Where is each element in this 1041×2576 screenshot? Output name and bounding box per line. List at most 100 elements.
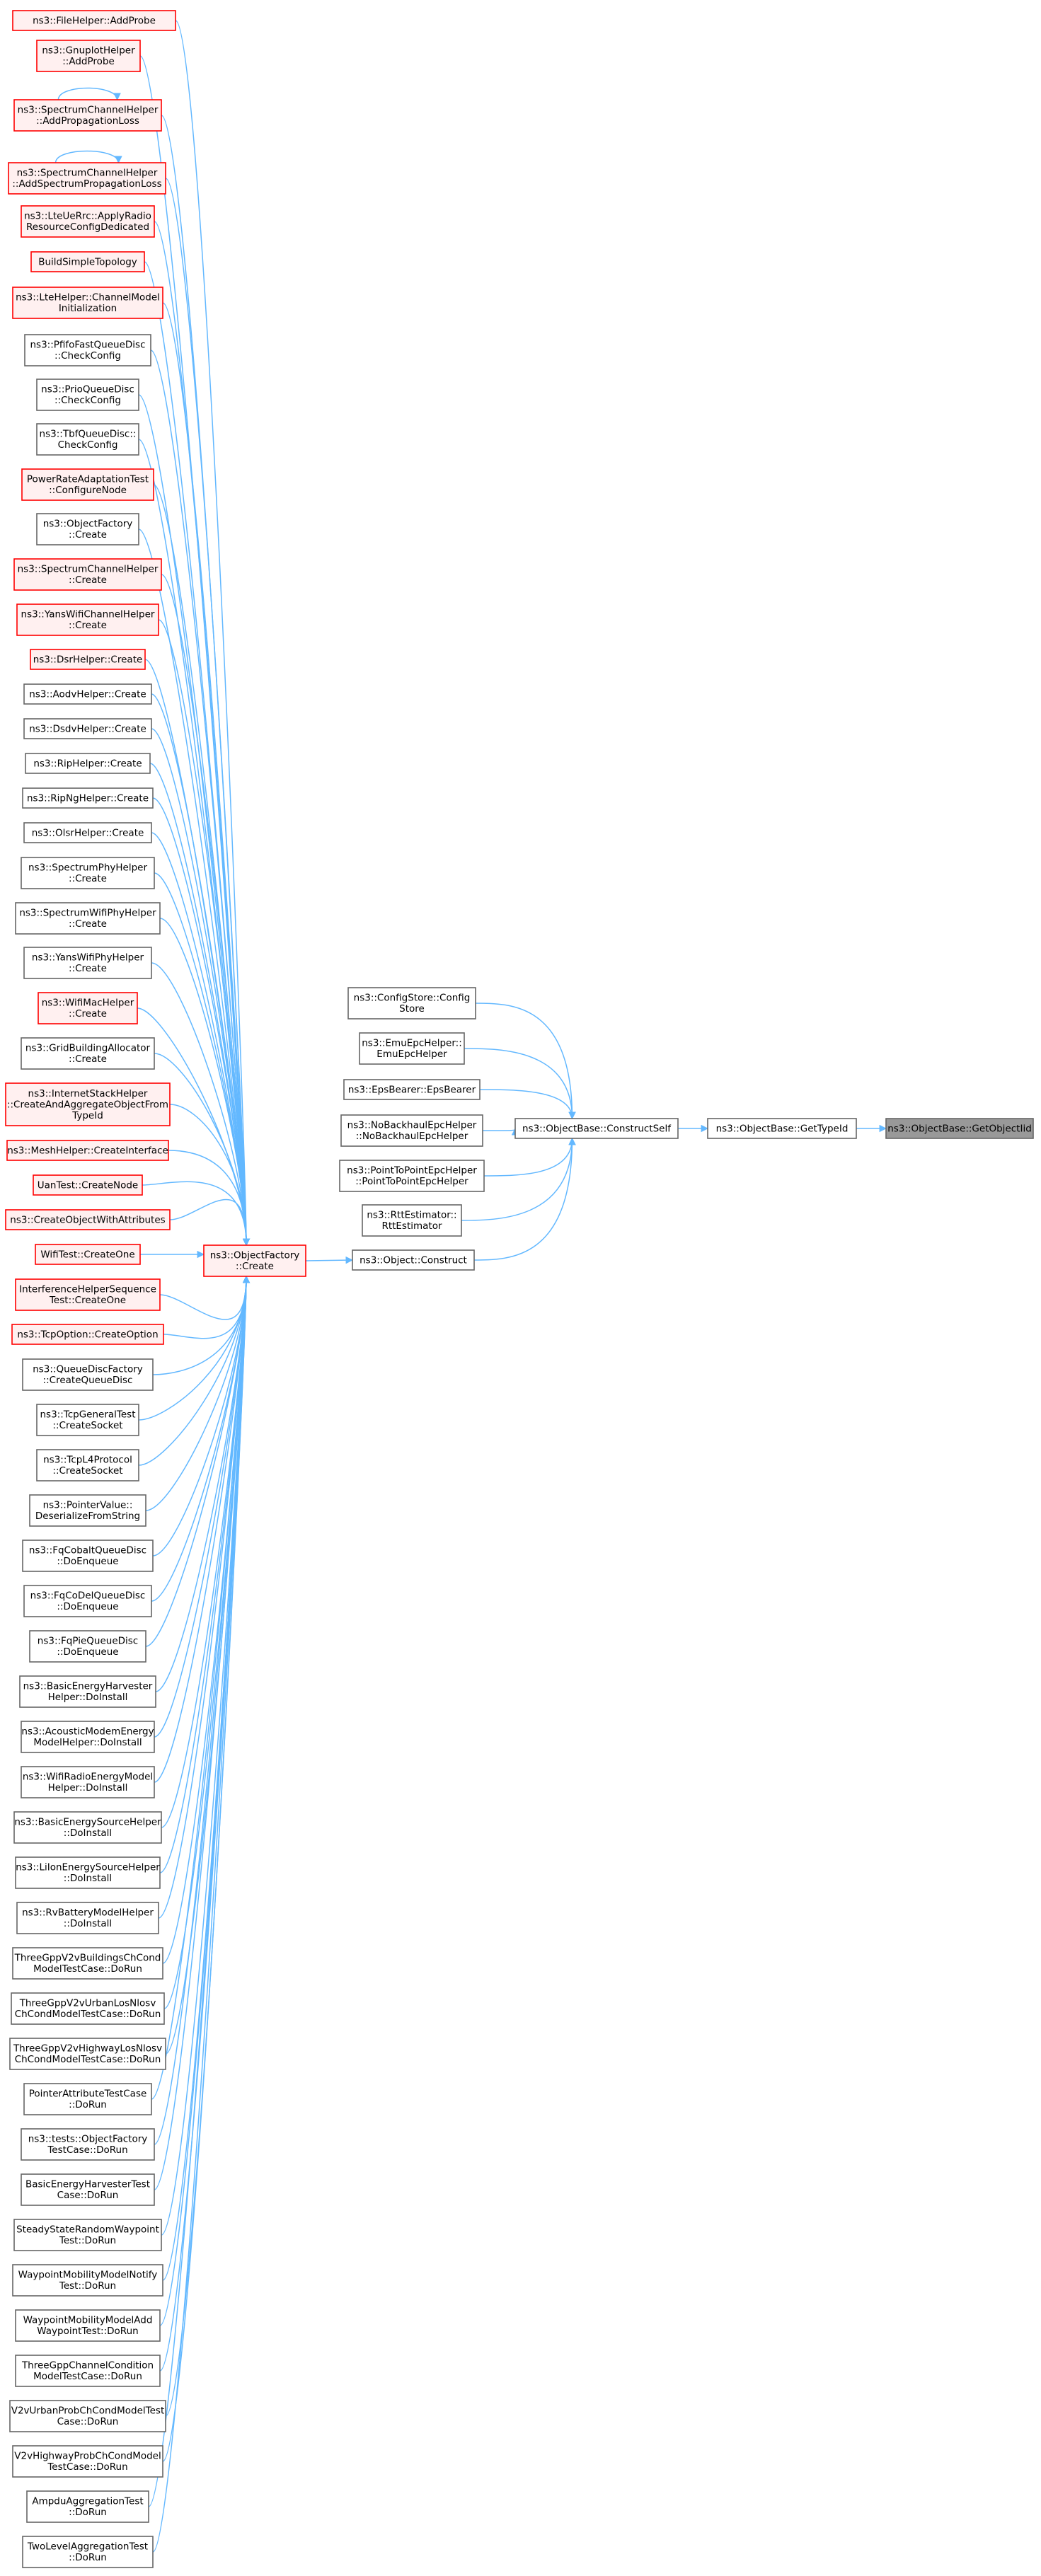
- node-label: ns3::ObjectFactory: [43, 519, 133, 530]
- node-hub[interactable]: ns3::ObjectFactory::Create: [203, 1244, 306, 1277]
- node-n28[interactable]: ns3::CreateObjectWithAttributes: [5, 1209, 171, 1230]
- node-n0[interactable]: ns3::FileHelper::AddProbe: [12, 10, 176, 31]
- node-n1[interactable]: ns3::GnuplotHelper::AddProbe: [36, 40, 141, 72]
- node-label: ::CheckConfig: [54, 395, 121, 406]
- node-n5[interactable]: BuildSimpleTopology: [30, 251, 145, 272]
- node-n16[interactable]: ns3::DsdvHelper::Create: [23, 718, 152, 739]
- node-n33[interactable]: ns3::TcpGeneralTest::CreateSocket: [36, 1404, 139, 1436]
- node-n4[interactable]: ns3::LteUeRrc::ApplyRadioResourceConfigD…: [21, 205, 155, 238]
- node-n44[interactable]: ns3::RvBatteryModelHelper::DoInstall: [16, 1902, 159, 1934]
- node-n7[interactable]: ns3::PfifoFastQueueDisc::CheckConfig: [24, 334, 151, 366]
- node-box: [15, 1856, 161, 1889]
- node-n21[interactable]: ns3::SpectrumWifiPhyHelper::Create: [15, 902, 161, 935]
- node-n19[interactable]: ns3::OlsrHelper::Create: [23, 822, 152, 843]
- node-n53[interactable]: WaypointMobilityModelAddWaypointTest::Do…: [15, 2309, 161, 2342]
- node-n34[interactable]: ns3::TcpL4Protocol::CreateSocket: [36, 1449, 139, 1482]
- node-n6[interactable]: ns3::LteHelper::ChannelModelInitializati…: [12, 287, 163, 319]
- node-n10[interactable]: PowerRateAdaptationTest::ConfigureNode: [21, 468, 154, 501]
- node-c4[interactable]: ns3::PointToPointEpcHelper::PointToPoint…: [339, 1160, 485, 1192]
- node-c1[interactable]: ns3::EmuEpcHelper::EmuEpcHelper: [359, 1032, 465, 1065]
- edge-layer: [54, 20, 887, 2553]
- node-n32[interactable]: ns3::QueueDiscFactory::CreateQueueDisc: [22, 1358, 154, 1391]
- node-label: ns3::SpectrumChannelHelper: [18, 564, 159, 575]
- node-n29[interactable]: WifiTest::CreateOne: [35, 1244, 141, 1265]
- node-label: ns3::EpsBearer::EpsBearer: [348, 1084, 476, 1095]
- node-n38[interactable]: ns3::FqPieQueueDisc::DoEnqueue: [29, 1630, 146, 1663]
- edge-n45-to-hub: [162, 1275, 251, 1964]
- node-label: ModelHelper::DoInstall: [33, 1737, 142, 1748]
- node-gti[interactable]: ns3::ObjectBase::GetTypeId: [707, 1118, 857, 1139]
- node-n24[interactable]: ns3::GridBuildingAllocator::Create: [21, 1037, 155, 1070]
- node-focus[interactable]: ns3::ObjectBase::GetObjectIid: [885, 1118, 1034, 1139]
- node-n57[interactable]: AmpduAggregationTest::DoRun: [26, 2490, 149, 2523]
- node-n43[interactable]: ns3::LiIonEnergySourceHelper::DoInstall: [15, 1856, 161, 1889]
- node-n12[interactable]: ns3::SpectrumChannelHelper::Create: [13, 558, 162, 591]
- node-c3[interactable]: ns3::NoBackhaulEpcHelper::NoBackhaulEpcH…: [340, 1114, 483, 1147]
- node-n39[interactable]: ns3::BasicEnergyHarvesterHelper::DoInsta…: [19, 1675, 156, 1708]
- node-label: SteadyStateRandomWaypoint: [16, 2224, 159, 2236]
- node-n54[interactable]: ThreeGppChannelConditionModelTestCase::D…: [15, 2355, 161, 2387]
- node-n26[interactable]: ns3::MeshHelper::CreateInterface: [6, 1140, 169, 1161]
- node-n31[interactable]: ns3::TcpOption::CreateOption: [11, 1324, 164, 1345]
- node-n20[interactable]: ns3::SpectrumPhyHelper::Create: [21, 857, 155, 889]
- node-label: ns3::TcpGeneralTest: [40, 1409, 135, 1421]
- node-n40[interactable]: ns3::AcousticModemEnergyModelHelper::DoI…: [21, 1721, 155, 1753]
- node-label: ::ConfigureNode: [49, 485, 127, 496]
- node-label: V2vUrbanProbChCondModelTest: [11, 2405, 165, 2417]
- node-n15[interactable]: ns3::AodvHelper::Create: [23, 683, 152, 705]
- node-label: ::PointToPointEpcHelper: [355, 1176, 468, 1187]
- node-label: ::DoEnqueue: [57, 1556, 118, 1567]
- node-n30[interactable]: InterferenceHelperSequenceTest::CreateOn…: [15, 1278, 161, 1311]
- node-n3[interactable]: ns3::SpectrumChannelHelper::AddSpectrumP…: [8, 162, 166, 195]
- node-c0[interactable]: ns3::ConfigStore::ConfigStore: [347, 987, 476, 1020]
- node-label: ModelTestCase::DoRun: [33, 1963, 142, 1975]
- node-n42[interactable]: ns3::BasicEnergySourceHelper::DoInstall: [13, 1811, 162, 1844]
- node-n2[interactable]: ns3::SpectrumChannelHelper::AddPropagati…: [13, 99, 162, 132]
- node-box: [347, 987, 476, 1020]
- node-box: [21, 2173, 155, 2206]
- node-n13[interactable]: ns3::YansWifiChannelHelper::Create: [16, 603, 159, 636]
- node-label: ns3::FileHelper::AddProbe: [33, 15, 156, 26]
- node-n27[interactable]: UanTest::CreateNode: [33, 1174, 143, 1196]
- node-label: ns3::ObjectFactory: [210, 1250, 300, 1261]
- node-label: EmuEpcHelper: [376, 1049, 447, 1060]
- node-box: [5, 1209, 171, 1230]
- node-n48[interactable]: PointerAttributeTestCase::DoRun: [23, 2083, 152, 2115]
- node-n14[interactable]: ns3::DsrHelper::Create: [30, 649, 146, 670]
- node-n17[interactable]: ns3::RipHelper::Create: [25, 753, 151, 774]
- node-label: PointerAttributeTestCase: [29, 2089, 147, 2100]
- node-n9[interactable]: ns3::TbfQueueDisc::CheckConfig: [36, 423, 139, 456]
- node-n58[interactable]: TwoLevelAggregationTest::DoRun: [22, 2536, 154, 2568]
- node-label: TestCase::DoRun: [47, 2144, 127, 2156]
- node-n22[interactable]: ns3::YansWifiPhyHelper::Create: [23, 947, 152, 979]
- node-label: ChCondModelTestCase::DoRun: [15, 2009, 161, 2020]
- node-n46[interactable]: ThreeGppV2vUrbanLosNlosvChCondModelTestC…: [11, 1992, 165, 2025]
- node-cself[interactable]: ns3::ObjectBase::ConstructSelf: [514, 1118, 679, 1139]
- node-label: Helper::DoInstall: [48, 1692, 128, 1703]
- node-n11[interactable]: ns3::ObjectFactory::Create: [36, 513, 139, 545]
- node-label: UanTest::CreateNode: [38, 1179, 138, 1191]
- node-n18[interactable]: ns3::RipNgHelper::Create: [22, 787, 154, 809]
- node-box: [29, 1630, 146, 1663]
- node-n45[interactable]: ThreeGppV2vBuildingsChCondModelTestCase:…: [12, 1947, 163, 1980]
- node-n23[interactable]: ns3::WifiMacHelper::Create: [38, 992, 138, 1024]
- node-n25[interactable]: ns3::InternetStackHelper::CreateAndAggre…: [5, 1082, 171, 1126]
- node-label: ns3::TcpL4Protocol: [43, 1455, 132, 1466]
- node-box: [340, 1114, 483, 1147]
- node-n37[interactable]: ns3::FqCoDelQueueDisc::DoEnqueue: [23, 1585, 152, 1617]
- node-n36[interactable]: ns3::FqCobaltQueueDisc::DoEnqueue: [22, 1540, 154, 1572]
- node-construct[interactable]: ns3::Object::Construct: [352, 1249, 475, 1271]
- node-c2[interactable]: ns3::EpsBearer::EpsBearer: [343, 1079, 481, 1100]
- node-c5[interactable]: ns3::RttEstimator::RttEstimator: [362, 1204, 462, 1237]
- node-n47[interactable]: ThreeGppV2vHighwayLosNlosvChCondModelTes…: [9, 2038, 166, 2070]
- node-n8[interactable]: ns3::PrioQueueDisc::CheckConfig: [36, 379, 139, 411]
- node-n41[interactable]: ns3::WifiRadioEnergyModelHelper::DoInsta…: [21, 1766, 155, 1798]
- node-label: ::Create: [236, 1261, 274, 1272]
- node-n35[interactable]: ns3::PointerValue::DeserializeFromString: [29, 1494, 146, 1527]
